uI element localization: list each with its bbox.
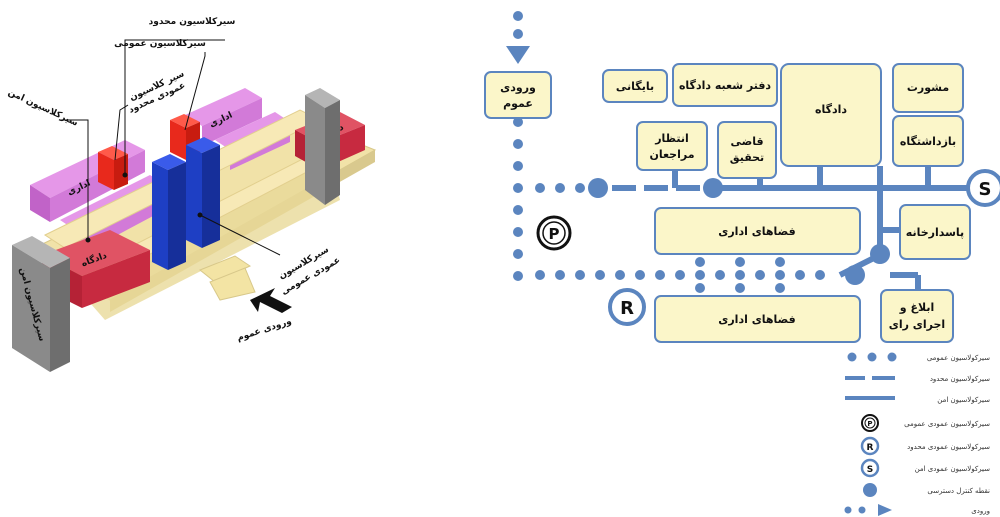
restricted-tower-1 bbox=[98, 152, 114, 190]
room-court-office bbox=[672, 63, 778, 107]
callout-lines bbox=[60, 39, 281, 256]
entrance-pad bbox=[199, 255, 252, 283]
restricted-tower-1-top bbox=[98, 146, 128, 160]
legend-symbol-vrestricted bbox=[860, 436, 880, 456]
admin-block-1-face bbox=[30, 185, 50, 222]
public-tower-1-top bbox=[152, 154, 186, 170]
marker-r: R bbox=[620, 298, 634, 319]
legend-p-glyph: P bbox=[867, 420, 872, 428]
admin-block-3-front bbox=[202, 98, 262, 146]
secure-wall-left-side bbox=[50, 258, 70, 372]
room-office-top bbox=[654, 207, 861, 255]
public-circulation-lower bbox=[535, 257, 825, 293]
room-entrance-label-1: ورودی bbox=[500, 81, 536, 94]
secure-wall-right bbox=[305, 88, 340, 108]
room-counsel bbox=[892, 63, 964, 113]
room-waiting-label-2: مراجعان bbox=[649, 148, 694, 161]
room-notice-label-1: ابلاغ و bbox=[899, 301, 934, 314]
room-archive-label: بایگانی bbox=[616, 80, 654, 93]
legend-label-vrestricted: سیرکولاسیون عمودی محدود bbox=[907, 443, 990, 451]
room-entrance bbox=[484, 71, 552, 119]
public-circulation-upper bbox=[535, 183, 585, 193]
legend-label-vpublic: سیرکولاسیون عمودی عمومی bbox=[904, 420, 990, 428]
room-judge-label-2: تحقیق bbox=[730, 151, 764, 164]
room-notice-label-2: اجرای رای bbox=[889, 318, 945, 331]
public-tower-2 bbox=[186, 145, 202, 248]
room-office-bottom-label: فضاهای اداری bbox=[718, 313, 795, 326]
legend-label-restricted: سیرکولاسیون محدود bbox=[930, 375, 990, 383]
room-court bbox=[780, 63, 882, 167]
marker-s: S bbox=[979, 179, 992, 200]
room-detention bbox=[892, 115, 964, 167]
secure-wall-right-front bbox=[305, 95, 325, 205]
callout-restricted: سیرکلاسیون محدود bbox=[149, 17, 236, 27]
entry-arrow-icon bbox=[506, 46, 530, 64]
public-tower-1-side bbox=[168, 162, 186, 270]
control-points bbox=[588, 178, 890, 285]
room-waiting bbox=[636, 121, 708, 171]
room-court-label: دادگاه bbox=[815, 103, 847, 116]
room-court-office-label: دفتر شعبه دادگاه bbox=[679, 79, 771, 92]
room-detention-label: بازداشتگاه bbox=[900, 135, 956, 148]
legend: سیرکولاسیون عمومی سیرکولاسیون محدود سیرک… bbox=[844, 352, 991, 516]
legend-label-secure: سیرکولاسیون امن bbox=[937, 396, 990, 404]
legend-symbol-control bbox=[863, 483, 877, 497]
marker-p: P bbox=[549, 225, 560, 243]
room-waiting-label-1: انتظار bbox=[654, 132, 689, 145]
vertical-public-marker: P bbox=[536, 215, 572, 251]
room-archive bbox=[602, 69, 668, 103]
vertical-secure-marker: S bbox=[966, 169, 1000, 207]
room-judge-label-1: قاضی bbox=[730, 135, 763, 148]
legend-s-glyph: S bbox=[867, 465, 873, 475]
legend-r-glyph: R bbox=[867, 443, 874, 453]
legend-label-control: نقطه کنترل دسترسی bbox=[927, 487, 990, 495]
isometric-diagram: اداری اداری اداری اداری دادگاه دادگاه سی… bbox=[6, 17, 377, 372]
room-judge bbox=[717, 121, 777, 179]
legend-symbol-public bbox=[847, 352, 897, 362]
legend-label-public: سیرکولاسیون عمومی bbox=[927, 354, 990, 362]
legend-symbol-vsecure bbox=[860, 458, 880, 478]
entrance-pad-2 bbox=[209, 267, 256, 301]
secure-wall-right-side bbox=[325, 100, 340, 205]
room-entrance-label-2: عموم bbox=[503, 97, 533, 110]
room-office-top-label: فضاهای اداری bbox=[718, 225, 795, 238]
legend-label-entry: ورودی bbox=[971, 507, 990, 515]
secure-wall-left bbox=[12, 236, 70, 268]
court-block-left-front bbox=[82, 250, 150, 308]
admin-block-4 bbox=[215, 112, 290, 150]
public-tower-1 bbox=[152, 162, 168, 270]
legend-symbol-entry bbox=[844, 504, 892, 516]
secure-wall-left-front bbox=[12, 245, 50, 372]
room-counsel-label: مشورت bbox=[907, 81, 949, 94]
restricted-tower-2-top bbox=[170, 114, 200, 128]
room-notice bbox=[880, 289, 954, 343]
admin-block-3 bbox=[185, 88, 262, 126]
callout-public: سیرکلاسیون عمومی bbox=[114, 39, 206, 49]
room-guard-label: پاسدارخانه bbox=[906, 226, 964, 239]
restricted-tower-2 bbox=[170, 120, 186, 160]
room-office-bottom bbox=[654, 295, 861, 343]
entrance-arrow bbox=[250, 288, 292, 313]
room-guard bbox=[899, 204, 971, 260]
vertical-restricted-marker: R bbox=[608, 288, 646, 326]
public-circulation-left bbox=[513, 11, 523, 281]
legend-label-vsecure: سیرکولاسیون عمودی امن bbox=[915, 465, 991, 473]
public-tower-2-top bbox=[186, 137, 220, 153]
